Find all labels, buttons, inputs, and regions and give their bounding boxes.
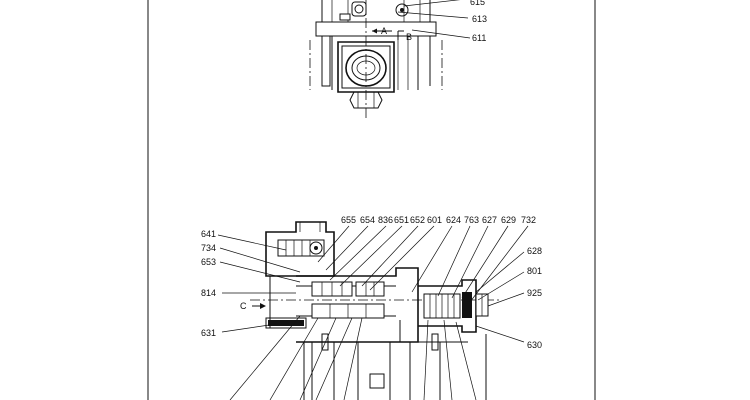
section-mark-a: A [381,26,387,36]
callout-654: 654 [360,215,375,225]
callout-611: 611 [472,33,486,43]
top-view-drawing [309,0,443,120]
callout-641: 641 [201,229,216,239]
callout-763: 763 [464,215,479,225]
callout-630: 630 [527,340,542,350]
callout-601: 601 [427,215,442,225]
callout-732: 732 [521,215,536,225]
callout-801: 801 [527,266,542,276]
section-mark-c: C [240,301,247,311]
top-view-leaders [397,0,471,39]
bottom-view-leaders [217,225,529,400]
callout-629: 629 [501,215,516,225]
callout-836: 836 [378,215,393,225]
callout-651: 651 [394,215,409,225]
callout-627: 627 [482,215,497,225]
callout-631: 631 [201,328,216,338]
page-frame [147,0,596,400]
callout-652: 652 [410,215,425,225]
bottom-view-labels: 655 654 836 651 652 601 624 763 627 629 … [201,215,542,350]
top-view-labels: 615 613 611 A B [381,0,487,43]
section-mark-b: B [406,32,412,42]
callout-655: 655 [341,215,356,225]
callout-734: 734 [201,243,216,253]
callout-628: 628 [527,246,542,256]
bottom-view-drawing [250,221,500,400]
callout-613: 613 [472,14,487,24]
callout-814: 814 [201,288,216,298]
callout-925: 925 [527,288,542,298]
callout-615: 615 [470,0,485,7]
callout-653: 653 [201,257,216,267]
callout-624: 624 [446,215,461,225]
